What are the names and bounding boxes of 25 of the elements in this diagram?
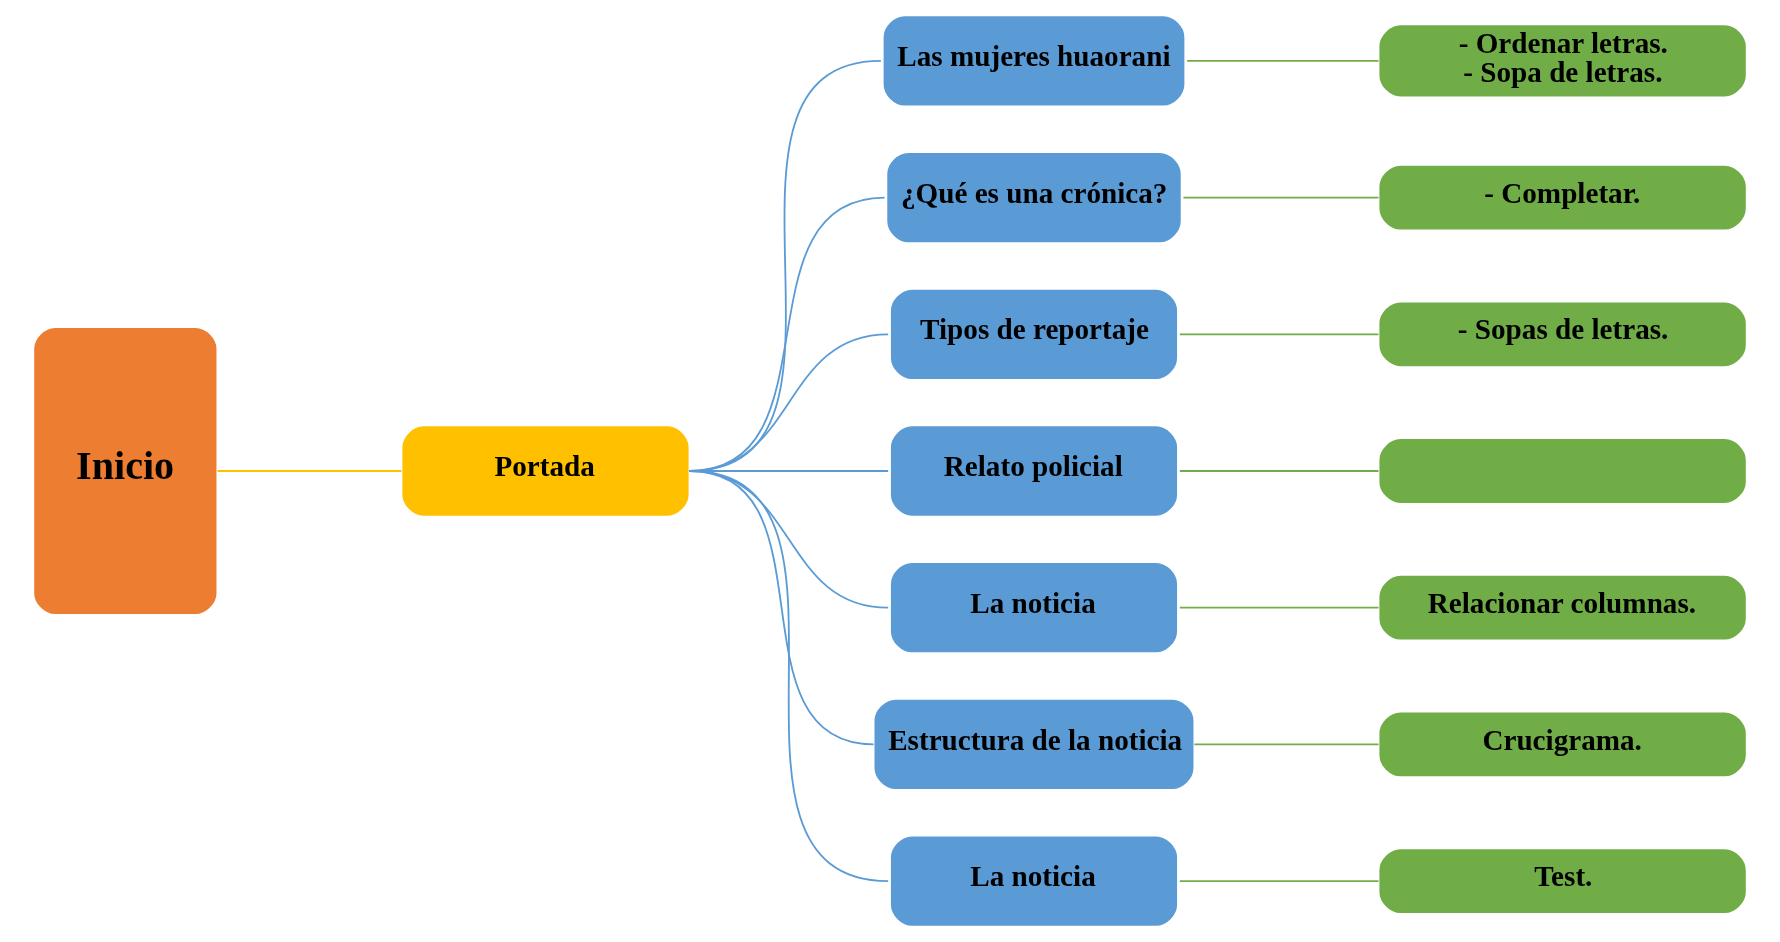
node-box: Relato policial [889,424,1179,518]
node-box: La noticia [889,834,1179,928]
node-box: Relacionar columnas. [1377,574,1748,642]
node-box: Portada [400,424,691,518]
node-box: ¿Qué es una crónica? [885,151,1183,245]
connector [1178,470,1380,472]
node-box: Crucigrama. [1377,710,1748,779]
node-box: - Sopas de letras. [1377,300,1748,368]
connector [1178,880,1380,883]
node-box: Las mujeres huaorani [881,14,1187,108]
node-box: Tipos de reportaje [889,287,1179,381]
connector [688,470,890,883]
node-box [1377,437,1748,505]
connector [216,470,403,472]
connector [1178,333,1380,336]
node-box: La noticia [889,561,1179,655]
node-box: - Completar. [1377,163,1748,232]
node-box: Inicio [32,326,219,616]
connector [1193,743,1380,746]
connector [1182,196,1380,199]
node-box: - Ordenar letras. - Sopa de letras. [1377,23,1748,99]
connector [1186,59,1380,62]
node-box: Test. [1377,847,1748,915]
node-box: Estructura de la noticia [872,697,1196,791]
connector [1178,606,1380,609]
